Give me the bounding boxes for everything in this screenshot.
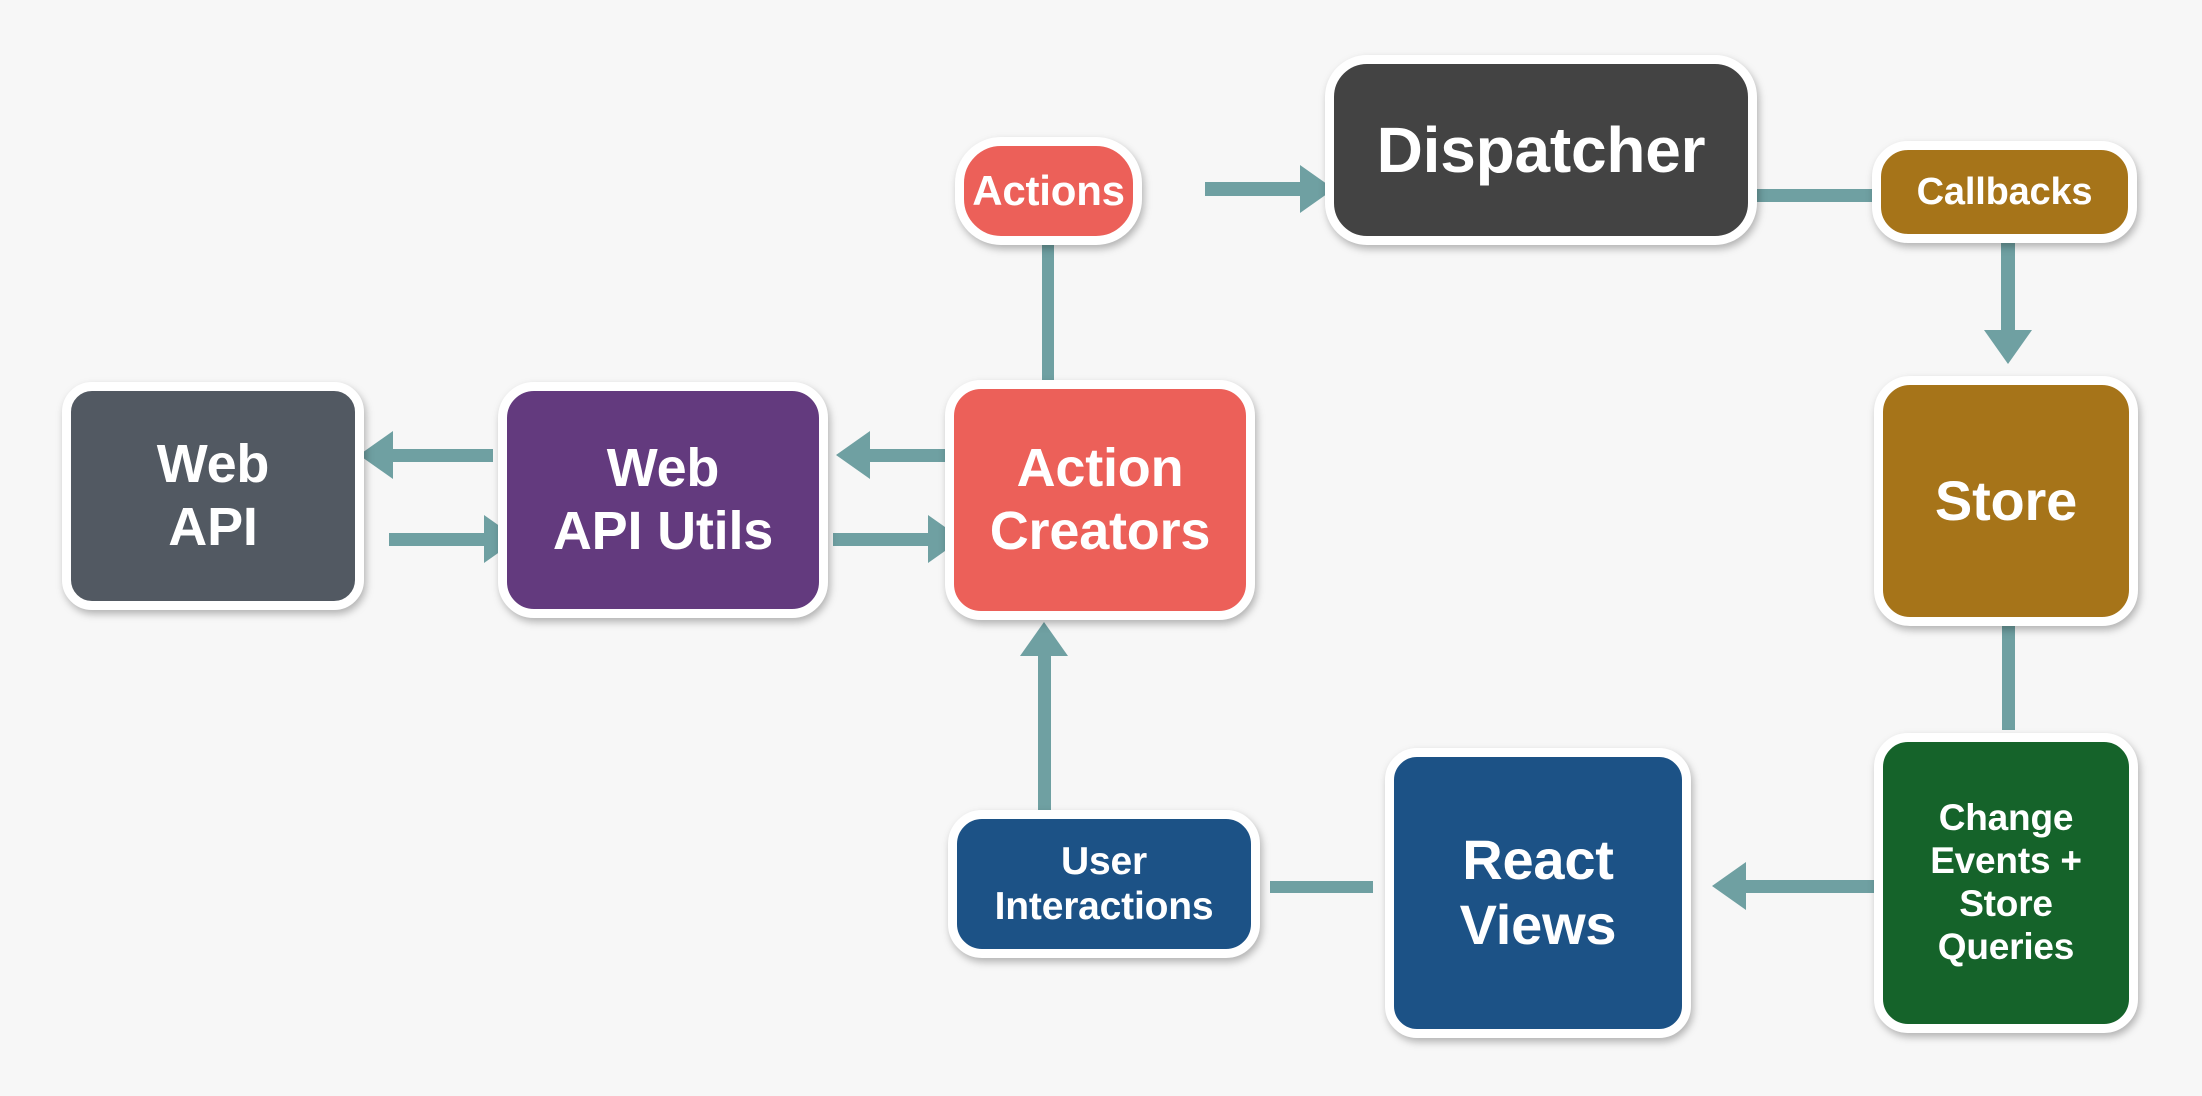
node-web-api-utils[interactable]: Web API Utils	[498, 382, 828, 618]
arrowhead-action-creators-to-web-api-utils	[836, 431, 870, 479]
node-user-interactions[interactable]: User Interactions	[948, 810, 1260, 958]
node-store[interactable]: Store	[1874, 376, 2138, 626]
connector-web-api-utils-to-web-api	[393, 449, 493, 462]
node-change-events-store-queries[interactable]: Change Events + Store Queries	[1874, 733, 2138, 1033]
connector-change-events-to-react-views	[1745, 880, 1875, 893]
connector-action-creators-to-web-api-utils	[870, 449, 968, 462]
connector-react-views-to-user-interactions	[1270, 881, 1373, 893]
node-action-creators[interactable]: Action Creators	[945, 380, 1255, 620]
arrowhead-user-interactions-to-action-creators	[1020, 622, 1068, 656]
connector-dispatcher-to-callbacks	[1756, 189, 1878, 202]
connector-store-to-change-events	[2002, 626, 2015, 730]
arrowhead-callbacks-to-store	[1984, 330, 2032, 364]
arrowhead-web-api-utils-to-web-api	[359, 431, 393, 479]
connector-callbacks-to-store	[2001, 243, 2015, 343]
node-react-views[interactable]: React Views	[1385, 748, 1691, 1038]
connector-web-api-to-web-api-utils	[389, 533, 487, 546]
connector-actions-to-dispatcher	[1205, 182, 1320, 196]
node-dispatcher[interactable]: Dispatcher	[1325, 55, 1757, 245]
connector-user-interactions-to-action-creators	[1038, 655, 1051, 810]
node-web-api[interactable]: Web API	[62, 382, 364, 610]
node-actions[interactable]: Actions	[955, 137, 1142, 245]
arrowhead-change-events-to-react-views	[1712, 862, 1746, 910]
node-callbacks[interactable]: Callbacks	[1872, 141, 2137, 243]
connector-web-api-utils-to-action-creators	[833, 533, 931, 546]
connector-action-creators-to-actions	[1042, 243, 1054, 383]
